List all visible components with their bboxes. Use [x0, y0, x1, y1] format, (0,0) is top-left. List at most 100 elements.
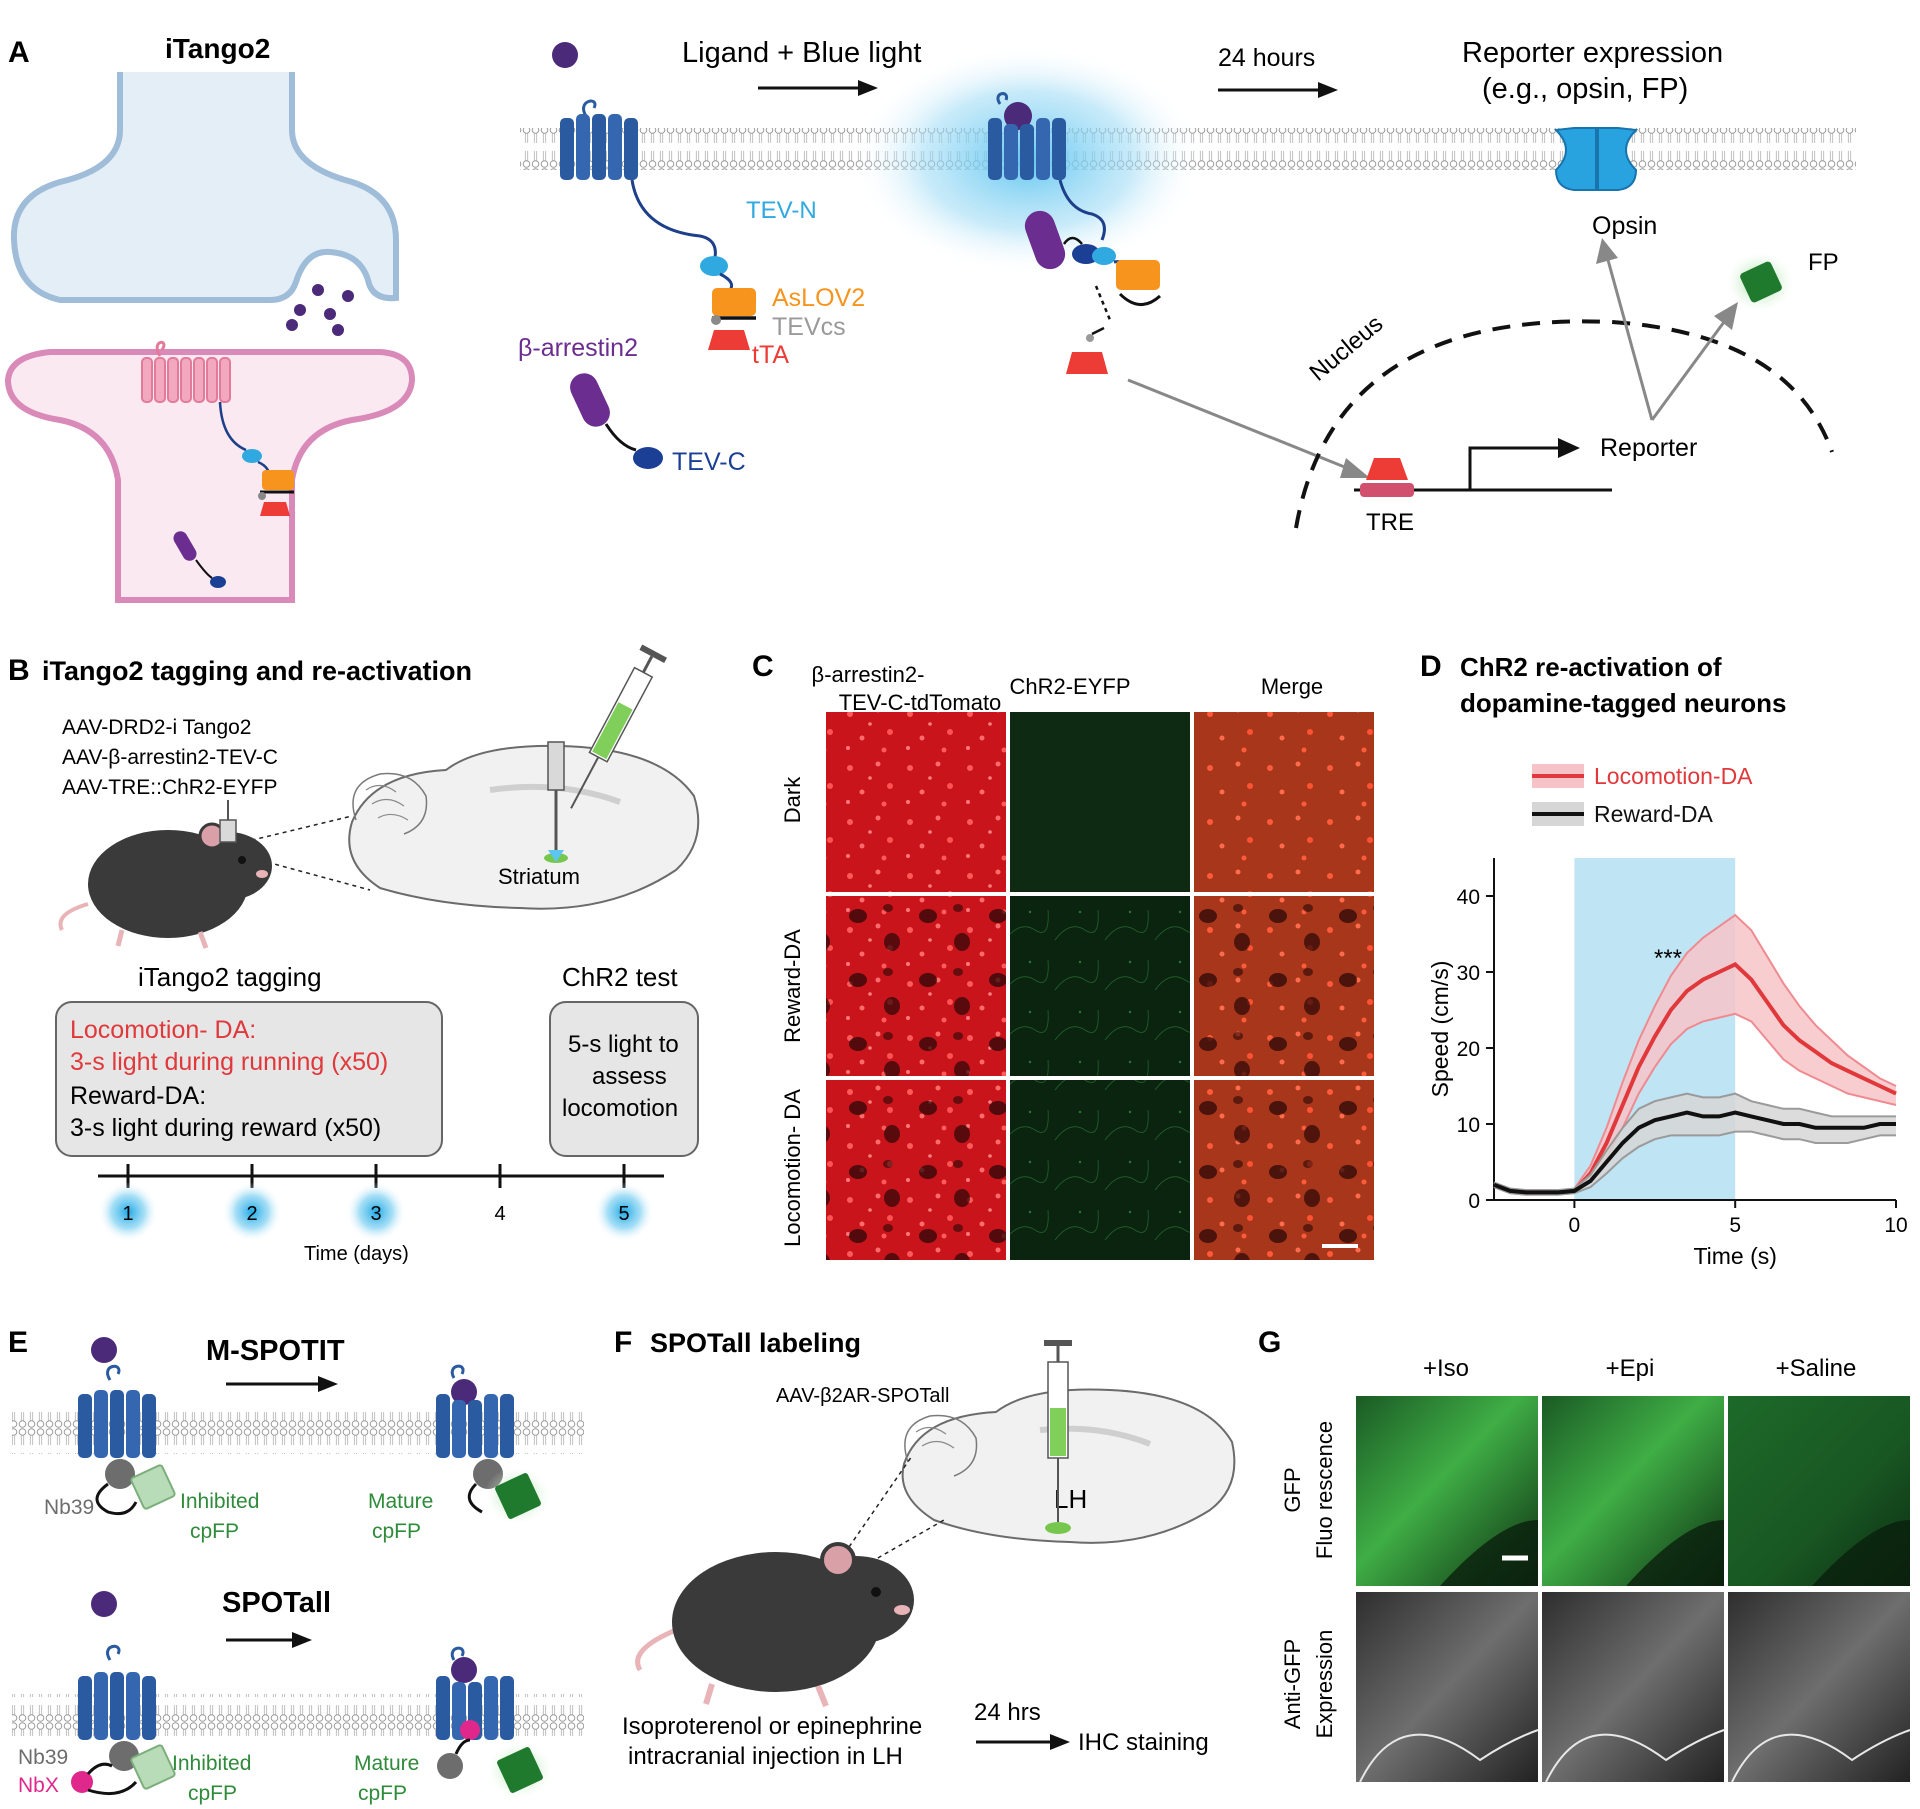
locomotion-line-2: 3-s light during running (x50)	[70, 1048, 388, 1076]
nb39-icon	[105, 1459, 135, 1489]
nucleus-label: Nucleus	[1305, 310, 1389, 386]
day-light-glow	[222, 1182, 282, 1242]
col-header-3: Merge	[1261, 674, 1323, 699]
receptor-pink-icon	[141, 340, 294, 516]
tev-n-label: TEV-N	[746, 197, 817, 224]
aav-line-2: AAV-β-arrestin2-TEV-C	[62, 746, 278, 769]
panel-e-letter: E	[8, 1326, 28, 1359]
day-label: 3	[370, 1203, 381, 1225]
x-tick-label: 5	[1729, 1214, 1741, 1237]
day-label: 5	[618, 1203, 629, 1225]
panel-f-letter: F	[614, 1326, 632, 1359]
tre-label: TRE	[1366, 509, 1414, 536]
panel-b-title: iTango2 tagging and re-activation	[42, 656, 472, 686]
receptor-e1-left-icon	[78, 1364, 156, 1458]
image-antigfp-iso	[1356, 1592, 1538, 1782]
injection-line-1: Isoproterenol or epinephrine	[622, 1713, 922, 1740]
nb39-label-1: Nb39	[44, 1496, 94, 1519]
hours-label-a: 24 hours	[1218, 44, 1315, 72]
promoter-arrow	[1468, 446, 1560, 490]
nbx-label: NbX	[18, 1774, 59, 1797]
aav-line-3: AAV-TRE::ChR2-EYFP	[62, 776, 278, 799]
day-label: 4	[494, 1203, 505, 1225]
legend-label-0: Locomotion-DA	[1594, 763, 1753, 789]
inhibited-cpfp-icon	[130, 1464, 176, 1510]
reporter-expression-1: Reporter expression	[1462, 37, 1723, 69]
reporter-label: Reporter	[1600, 434, 1697, 462]
legend-label-1: Reward-DA	[1594, 801, 1714, 827]
g-row2-a: Anti-GFP	[1280, 1639, 1305, 1729]
mature-cpfp-icon	[495, 1473, 541, 1519]
arrestin-small-icon	[173, 531, 226, 588]
g-row2-b: Expression	[1312, 1630, 1337, 1739]
image-dark-green	[1010, 712, 1190, 892]
y-tick-label: 0	[1468, 1190, 1480, 1213]
panel-f: F SPOTall labeling AAV-β2AR-SPOTall LH I…	[614, 1326, 1236, 1770]
mature-2b: cpFP	[358, 1782, 407, 1805]
g-col-iso: +Iso	[1423, 1355, 1469, 1382]
synaptic-ligands	[286, 284, 354, 336]
postsynaptic-terminal	[4, 349, 416, 603]
panel-g-letter: G	[1258, 1326, 1281, 1359]
image-reward-green	[1010, 896, 1190, 1076]
tev-c-icon	[633, 447, 663, 469]
mouse-icon-b	[58, 800, 272, 949]
arrestin-bound-icon	[1024, 210, 1066, 270]
inhibited-1b: cpFP	[190, 1520, 239, 1543]
chr2-test-box	[549, 1001, 699, 1157]
row-label-locomotion: Locomotion- DA	[780, 1089, 805, 1247]
chr2-line-2: assess	[592, 1063, 667, 1090]
receptor-activated-icon	[988, 92, 1106, 241]
syringe-icon	[570, 644, 667, 809]
hours-label-f: 24 hrs	[974, 1699, 1041, 1726]
day-light-glow	[594, 1182, 654, 1242]
image-antigfp-saline	[1728, 1592, 1910, 1782]
arrow-to-tre	[1127, 378, 1353, 472]
presynaptic-terminal	[10, 72, 399, 303]
x-tick-label: 0	[1569, 1214, 1581, 1237]
image-locomotion-green	[1010, 1080, 1190, 1260]
mature-1a: Mature	[368, 1490, 433, 1513]
tta-label: tTA	[752, 341, 789, 369]
ligand-light-label: Ligand + Blue light	[682, 37, 921, 69]
aslov2-icon	[712, 288, 756, 316]
series-line-1	[1493, 1110, 1896, 1195]
lh-spot	[1045, 1522, 1071, 1534]
panel-d-title-1: ChR2 re-activation of	[1460, 652, 1722, 682]
day-light-glow	[98, 1182, 158, 1242]
tev-c-label: TEV-C	[672, 448, 746, 476]
inhibited-2a: Inhibited	[172, 1752, 251, 1775]
syringe-f-icon	[1044, 1340, 1072, 1522]
receptor-e2-left-icon	[78, 1644, 156, 1740]
brain-outline-f	[901, 1388, 1236, 1544]
image-dark-merge	[1194, 712, 1374, 892]
mspotit-label: M-SPOTIT	[206, 1335, 345, 1367]
brain-outline-b	[348, 744, 700, 910]
y-tick-label: 20	[1457, 1038, 1480, 1061]
nb39-label-2: Nb39	[18, 1746, 68, 1769]
staining-label: IHC staining	[1078, 1729, 1209, 1756]
aav-line-1: AAV-DRD2-i Tango2	[62, 716, 251, 739]
chr2-test-title: ChR2 test	[562, 962, 678, 992]
injection-line-2: intracranial injection in LH	[628, 1743, 903, 1770]
col-header-1b: TEV-C-tdTomato	[839, 690, 1002, 715]
tagging-box	[55, 1001, 443, 1157]
arrow-to-opsin	[1606, 259, 1654, 421]
time-days-label: Time (days)	[304, 1243, 409, 1265]
fp-icon	[1740, 261, 1782, 303]
y-tick-label: 30	[1457, 962, 1480, 985]
arrestin-label: β-arrestin2	[518, 334, 638, 362]
inhibited-2b: cpFP	[188, 1782, 237, 1805]
locomotion-line-1: Locomotion- DA:	[70, 1016, 256, 1044]
col-header-2: ChR2-EYFP	[1009, 674, 1130, 699]
spotall-label: SPOTall	[222, 1587, 331, 1619]
image-antigfp-epi	[1542, 1592, 1724, 1782]
aslov2-label: AsLOV2	[772, 284, 865, 312]
tagging-title: iTango2 tagging	[138, 962, 322, 992]
tta-released-icon	[1066, 352, 1108, 374]
y-axis-label: Speed (cm/s)	[1427, 961, 1453, 1098]
sem-band-0	[1494, 915, 1896, 1195]
day-light-glow	[346, 1182, 406, 1242]
sem-upper-1	[1493, 1092, 1896, 1192]
receptor-e1-right-icon	[436, 1364, 514, 1458]
